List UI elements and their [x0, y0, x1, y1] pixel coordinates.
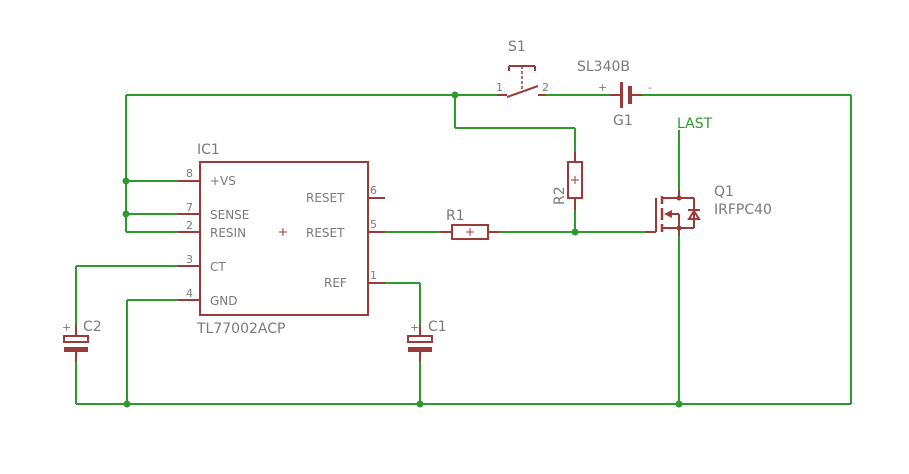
c1-plus-sign: +: [410, 321, 419, 334]
junction-dot: [416, 400, 424, 408]
ic1-pin-name: RESET: [306, 191, 345, 205]
g1-plate-long: [620, 82, 623, 108]
c1-name-label: C1: [428, 319, 447, 335]
g1-name-label: G1: [613, 113, 633, 129]
q1-dot: [676, 225, 682, 231]
q1-arrow: [664, 210, 672, 218]
ic1-pin-name: CT: [210, 260, 226, 274]
r1-name-label: R1: [446, 208, 465, 224]
ic1-pin-number: 7: [186, 201, 193, 214]
g1-battery[interactable]: SL340B G1 + -: [577, 59, 652, 129]
net-label-last: LAST: [677, 116, 713, 132]
c1-capacitor[interactable]: + C1: [407, 319, 447, 362]
ic1-pin-name: +VS: [210, 174, 236, 188]
q1-diode-triangle: [687, 209, 701, 220]
ic1-pin-name: SENSE: [210, 208, 249, 222]
r1-resistor[interactable]: R1: [440, 208, 500, 240]
c2-capacitor[interactable]: + C2: [62, 319, 102, 362]
s1-pin-number: 2: [542, 81, 549, 94]
q1-dot: [676, 195, 682, 201]
ic1-pin-number: 2: [186, 219, 193, 232]
ic1-component[interactable]: IC1 TL77002ACP 8 7 2 3 4 6 5 1 +VS SENSE…: [178, 142, 385, 337]
ic1-pin-name: RESET: [306, 226, 345, 240]
s1-name-label: S1: [508, 39, 526, 55]
g1-plus-sign: +: [598, 81, 607, 94]
ic1-pin-number: 3: [186, 253, 193, 266]
r2-resistor[interactable]: R2: [552, 152, 583, 210]
junctions: [122, 91, 683, 408]
ic1-pin-name: RESIN: [210, 226, 246, 240]
r2-name-label: R2: [552, 186, 568, 205]
wires: [75, 94, 852, 405]
s1-switch[interactable]: S1 1 2: [496, 39, 549, 98]
c2-plate-minus: [64, 347, 88, 352]
g1-plate-short: [628, 86, 632, 104]
ic1-pin-number: 1: [370, 269, 377, 282]
c1-plate-minus: [408, 347, 432, 352]
ic1-name-label: IC1: [197, 142, 220, 158]
c1-plate-plus: [407, 335, 433, 343]
ic1-value-label: TL77002ACP: [196, 321, 285, 337]
c2-name-label: C2: [83, 319, 102, 335]
junction-dot: [675, 400, 683, 408]
g1-value-label: SL340B: [577, 59, 630, 75]
s1-pin-number: 1: [496, 81, 503, 94]
q1-name-label: Q1: [714, 184, 734, 200]
junction-dot: [451, 91, 459, 99]
ic1-pin-number: 6: [370, 184, 377, 197]
q1-mosfet[interactable]: Q1 IRFPC40: [646, 184, 772, 236]
c2-plate-plus: [63, 335, 89, 343]
ic1-pin-number: 8: [186, 167, 193, 180]
g1-minus-sign: -: [648, 81, 652, 94]
junction-dot: [122, 210, 130, 218]
junction-dot: [123, 400, 131, 408]
ic1-pin-name: GND: [210, 294, 238, 308]
ic1-pin-name: REF: [324, 276, 347, 290]
ic1-pin-number: 4: [186, 287, 193, 300]
c2-plus-sign: +: [62, 321, 71, 334]
ic1-body: [199, 161, 369, 316]
junction-dot: [122, 177, 130, 185]
q1-value-label: IRFPC40: [714, 202, 772, 218]
s1-blade: [506, 85, 539, 98]
ic1-pin-number: 5: [370, 218, 377, 231]
junction-dot: [571, 228, 579, 236]
